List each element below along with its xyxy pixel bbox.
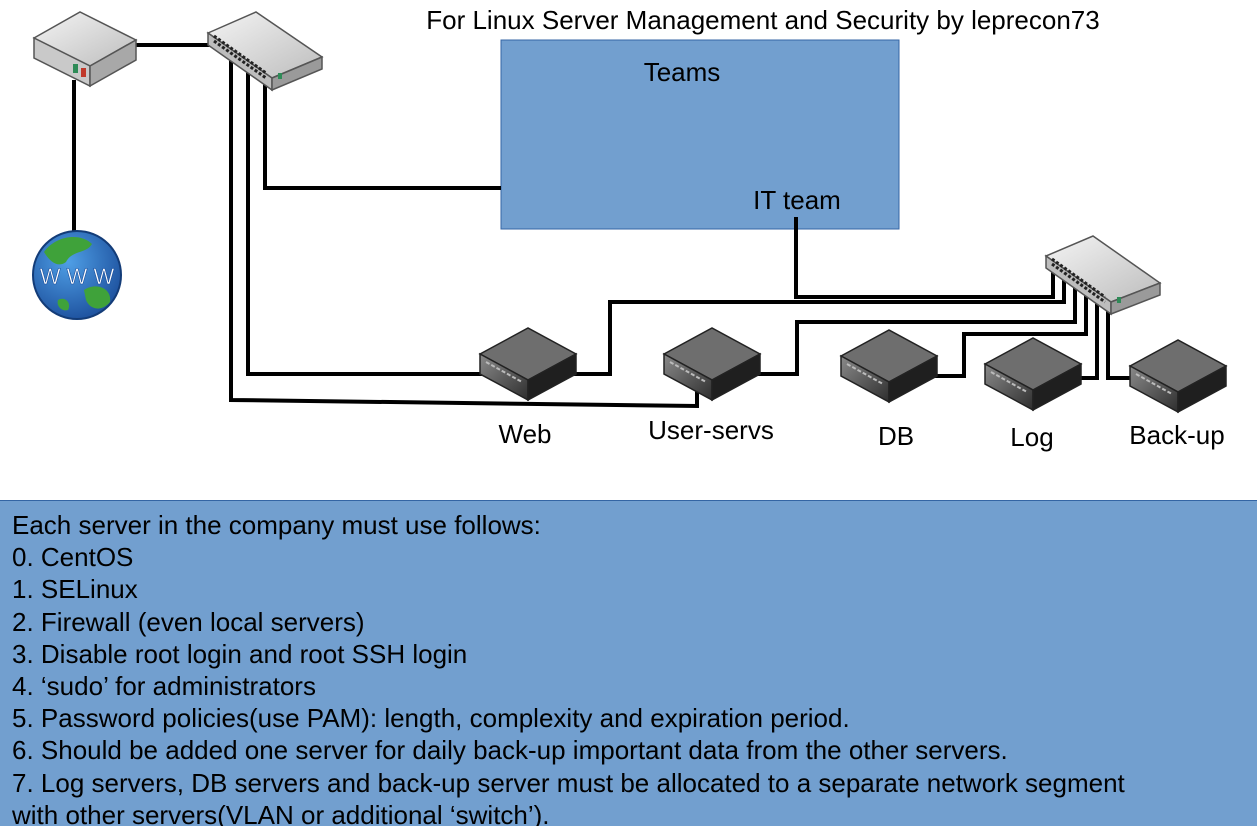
cable-switch2-userservs: [755, 278, 1077, 376]
cable-switch2-web: [570, 275, 1066, 376]
policy-item: 2. Firewall (even local servers): [12, 606, 365, 637]
policy-heading: Each server in the company must use foll…: [12, 510, 541, 540]
teams-box: [500, 39, 900, 230]
server-label-db: DB: [878, 421, 914, 451]
www-globe-icon: W W W: [32, 230, 122, 320]
cable-itteam-switch2: [794, 217, 1055, 299]
server-icon: [1128, 339, 1228, 414]
server-icon: [478, 327, 578, 402]
policy-notes: Each server in the company must use foll…: [0, 500, 1257, 826]
server-label-backup: Back-up: [1129, 420, 1224, 450]
policy-item: 0. CentOS: [12, 542, 134, 573]
network-cables: [72, 43, 1133, 409]
server-icon: [662, 327, 762, 402]
cable-switch-userservs: [229, 52, 699, 409]
policy-item: 3. Disable root login and root SSH login: [12, 638, 468, 669]
policy-item: 7. Log servers, DB servers and back-up s…: [12, 767, 1125, 798]
server-label-log: Log: [1010, 422, 1053, 452]
cable-switch2-backup: [1106, 287, 1133, 380]
switch-icon: [206, 11, 324, 92]
policy-item: 4. ‘sudo’ for administrators: [12, 671, 316, 702]
policy-item: with other servers(VLAN or additional ‘s…: [12, 799, 550, 826]
server-label-user-servs: User-servs: [648, 415, 774, 445]
switch-icon: [1044, 235, 1162, 316]
it-team-label: IT team: [753, 185, 841, 215]
www-label: W W W: [40, 264, 115, 289]
server-icon: [983, 337, 1083, 412]
policy-item: 1. SELinux: [12, 574, 138, 605]
router-icon: [32, 11, 138, 88]
server-icon: [839, 329, 939, 404]
policy-item: 6. Should be added one server for daily …: [12, 735, 1008, 766]
cable-switch2-db: [930, 281, 1088, 378]
cable-switch2-log: [1075, 284, 1099, 380]
policy-item: 5. Password policies(use PAM): length, c…: [12, 703, 850, 734]
cable-switch-teams: [263, 58, 501, 190]
network-diagram: For Linux Server Management and Security…: [32, 5, 1228, 452]
teams-title: Teams: [644, 57, 721, 87]
cable-switch-web: [246, 55, 490, 376]
diagram-title: For Linux Server Management and Security…: [426, 5, 1099, 35]
server-label-web: Web: [499, 419, 552, 449]
